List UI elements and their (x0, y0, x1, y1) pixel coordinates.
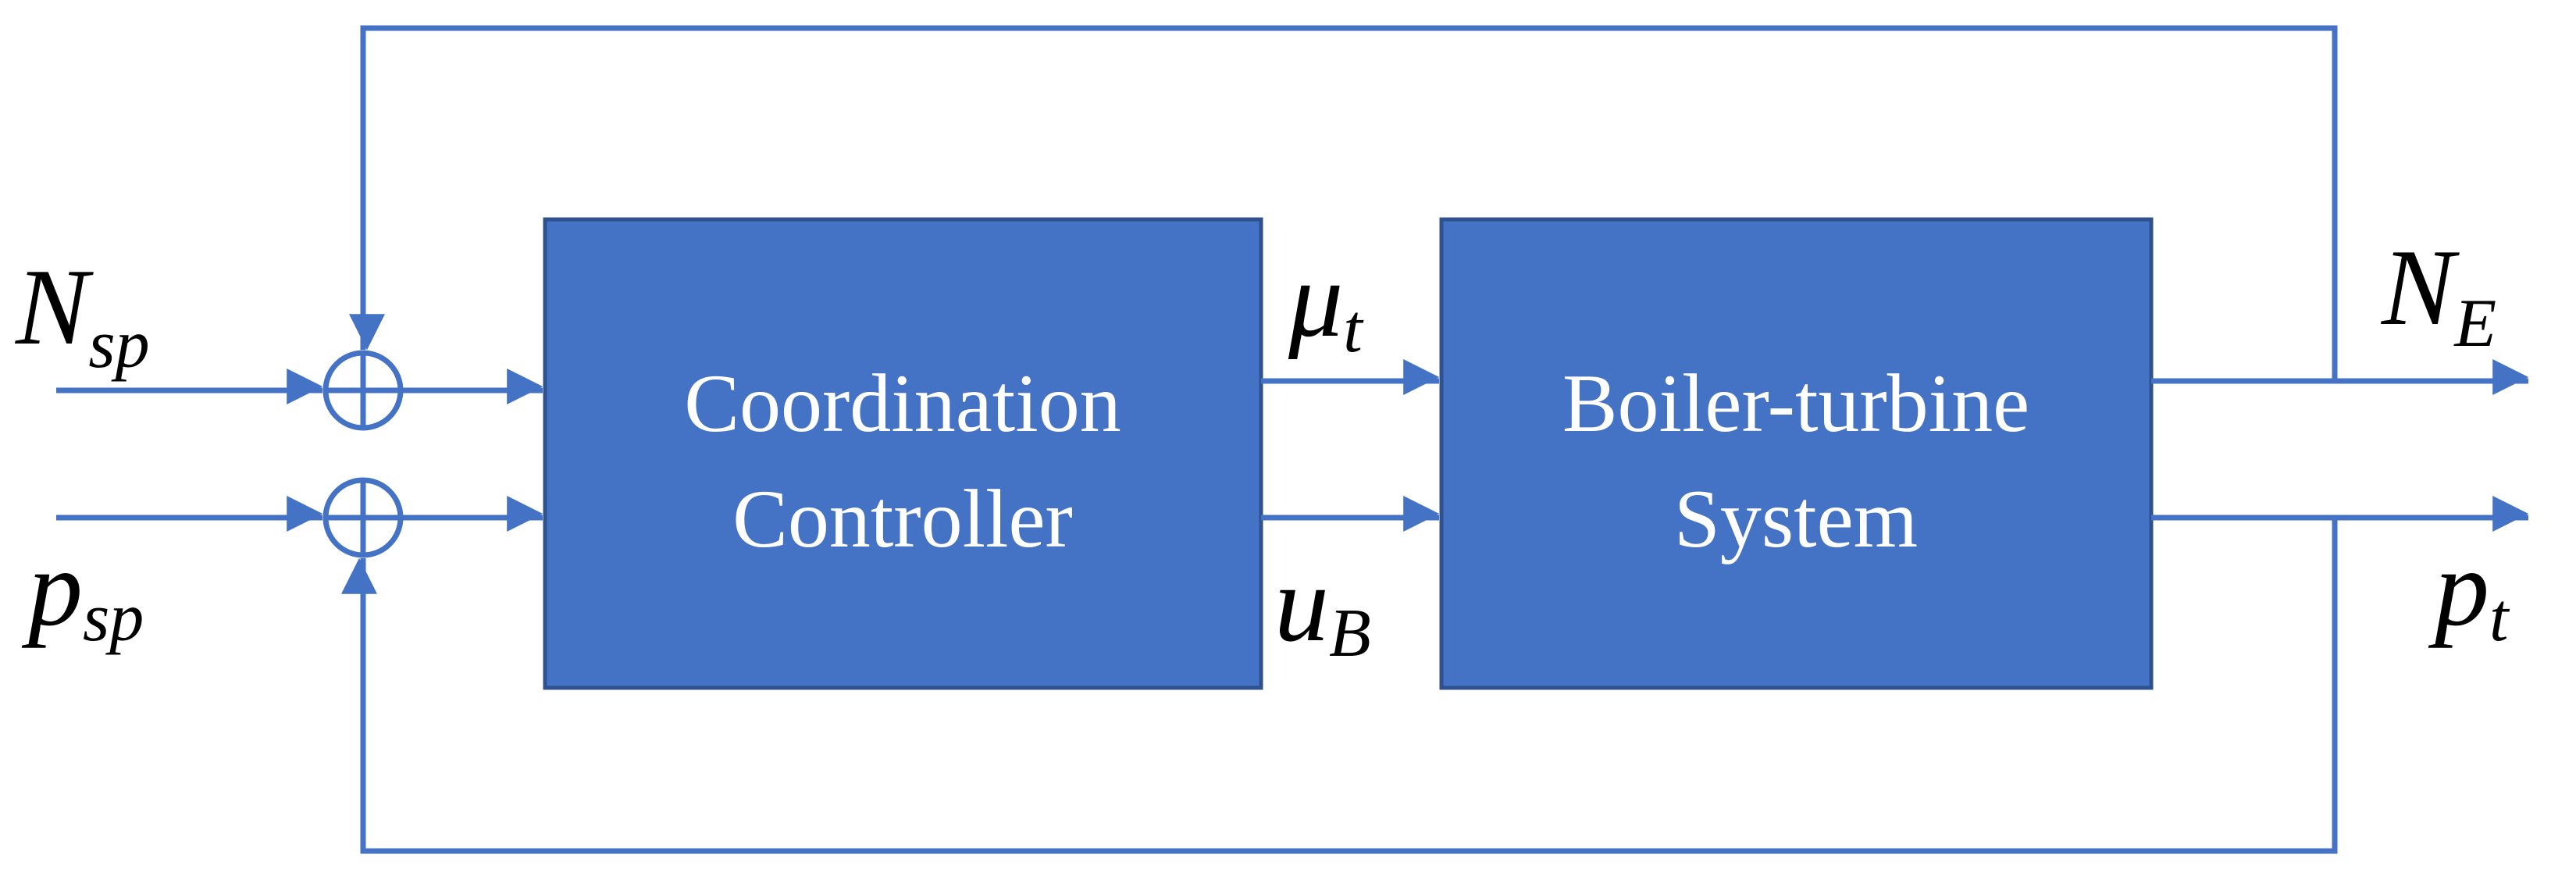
mu-t-label: μt (1288, 239, 1364, 367)
n-e-feedback-loop (349, 25, 2338, 381)
p-sp-label: psp (21, 528, 144, 656)
summing-junction-top (322, 350, 404, 431)
controller-label-line2: Controller (732, 473, 1073, 564)
n-e-label: NE (2380, 227, 2496, 361)
coordination-controller-block: Coordination Controller (543, 217, 1263, 690)
u-b-label: uB (1274, 543, 1371, 671)
controller-label-line1: Coordination (684, 358, 1121, 449)
p-t-feedback-loop (341, 518, 2338, 854)
n-sp-label: Nsp (14, 247, 150, 383)
boiler-turbine-system-block: Boiler-turbine System (1439, 217, 2154, 690)
plant-label-line2: System (1674, 473, 1918, 564)
plant-label-line1: Boiler-turbine (1562, 358, 2029, 449)
summing-junction-bottom (322, 477, 404, 558)
p-t-label: pt (2428, 528, 2510, 656)
